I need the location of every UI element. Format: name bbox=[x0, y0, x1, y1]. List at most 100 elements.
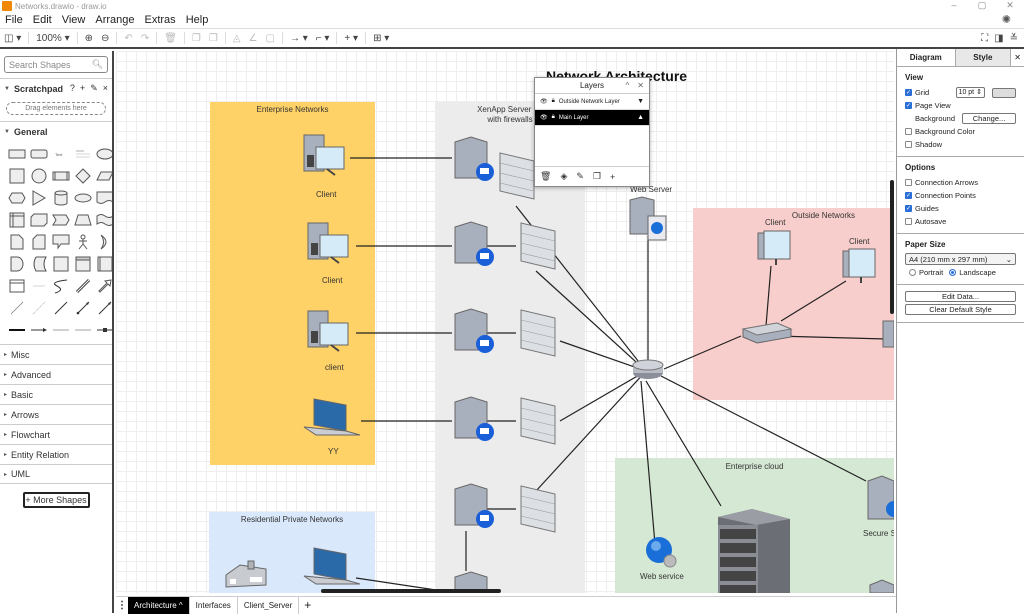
move-up-icon[interactable]: ▲ bbox=[637, 114, 644, 121]
web-server-icon[interactable] bbox=[628, 196, 670, 244]
close-icon[interactable]: ✕ bbox=[637, 81, 644, 90]
format-panel-icon[interactable]: ◨ bbox=[994, 32, 1004, 44]
region-outside-networks[interactable]: Outside Networks bbox=[693, 208, 894, 400]
page-view-checkbox[interactable]: ✓ bbox=[905, 102, 912, 109]
shape-directional[interactable] bbox=[95, 299, 112, 316]
add-page-button[interactable]: + bbox=[304, 598, 312, 612]
minimize-button[interactable]: – bbox=[951, 0, 957, 10]
firewall-icon[interactable] bbox=[519, 308, 561, 358]
shape-list-item[interactable] bbox=[29, 277, 49, 294]
background-color-checkbox[interactable] bbox=[905, 128, 912, 135]
layer-row-outside-network[interactable]: 👁︎ 🔒︎ Outside Network Layer ▼ bbox=[535, 94, 649, 110]
shape-square-2[interactable] bbox=[51, 255, 71, 272]
layers-header[interactable]: Layers ^ ✕ bbox=[535, 78, 649, 94]
help-icon[interactable]: ? bbox=[69, 83, 75, 93]
shape-step[interactable] bbox=[51, 211, 71, 228]
fullscreen-icon[interactable]: ⛶ bbox=[981, 32, 989, 44]
sidebar-section-advanced[interactable]: ▸Advanced bbox=[0, 364, 112, 384]
insert-dropdown[interactable]: + ▾ bbox=[344, 32, 359, 44]
panel-toggle-button[interactable]: ◫ ▾ bbox=[4, 32, 22, 44]
sidebar-section-entity-relation[interactable]: ▸Entity Relation bbox=[0, 444, 112, 464]
shape-cylinder[interactable] bbox=[51, 189, 71, 206]
connection-dropdown[interactable]: → ▾ bbox=[289, 32, 308, 44]
sidebar-section-arrows[interactable]: ▸Arrows bbox=[0, 404, 112, 424]
shape-callout[interactable] bbox=[51, 233, 71, 250]
shape-list[interactable] bbox=[7, 277, 27, 294]
menu-extras[interactable]: Extras bbox=[144, 14, 176, 26]
layer-row-main[interactable]: 👁︎ 🔒︎ Main Layer ▲ bbox=[535, 110, 649, 126]
more-shapes-button[interactable]: + More Shapes bbox=[22, 492, 90, 508]
router-icon[interactable] bbox=[631, 359, 665, 381]
server-icon[interactable] bbox=[882, 319, 894, 349]
close-icon[interactable]: × bbox=[102, 83, 108, 93]
shape-curve[interactable] bbox=[51, 277, 71, 294]
stepper-icon[interactable]: ⇕ bbox=[976, 89, 982, 96]
secure-server-icon[interactable] bbox=[866, 475, 894, 525]
shape-circle[interactable] bbox=[29, 167, 49, 184]
shape-hexagon[interactable] bbox=[7, 189, 27, 206]
client-computer-icon[interactable] bbox=[302, 133, 352, 183]
shape-line[interactable] bbox=[7, 299, 27, 316]
shape-or[interactable] bbox=[95, 233, 112, 250]
shape-cloud[interactable] bbox=[73, 189, 93, 206]
delete-button[interactable]: 🗑 bbox=[164, 32, 177, 44]
shadow-checkbox[interactable] bbox=[905, 141, 912, 148]
shadow-button[interactable]: ▢ bbox=[265, 32, 275, 44]
laptop-icon[interactable] bbox=[302, 546, 364, 588]
pages-menu-icon[interactable]: ⋮ bbox=[117, 599, 127, 611]
zoom-in-button[interactable]: ⊕ bbox=[84, 32, 94, 44]
menu-edit[interactable]: Edit bbox=[32, 14, 52, 26]
line-color-button[interactable]: ∠ bbox=[248, 32, 258, 44]
theme-icon[interactable]: ✺ bbox=[1001, 14, 1011, 26]
connection-arrows-checkbox[interactable] bbox=[905, 179, 912, 186]
zoom-out-button[interactable]: ⊖ bbox=[101, 32, 110, 44]
tab-client-server[interactable]: Client_Server bbox=[238, 596, 300, 614]
edit-icon[interactable]: ✎ bbox=[90, 83, 98, 93]
shape-container[interactable] bbox=[73, 255, 93, 272]
clear-default-style-button[interactable]: Clear Default Style bbox=[905, 304, 1016, 315]
grid-size-input[interactable]: 10 pt⇕ bbox=[955, 87, 985, 98]
shape-link[interactable] bbox=[7, 321, 27, 338]
waypoints-dropdown[interactable]: ⌐ ▾ bbox=[315, 32, 330, 44]
move-down-icon[interactable]: ▼ bbox=[637, 98, 644, 105]
server-rack-icon[interactable] bbox=[716, 507, 796, 593]
table-dropdown[interactable]: ⊞ ▾ bbox=[373, 32, 390, 44]
sidebar-section-basic[interactable]: ▸Basic bbox=[0, 384, 112, 404]
xenapp-server-icon[interactable] bbox=[453, 221, 498, 271]
shape-process[interactable] bbox=[51, 167, 71, 184]
shape-parallelogram[interactable] bbox=[95, 167, 112, 184]
shape-rectangle[interactable] bbox=[7, 145, 27, 162]
zoom-dropdown[interactable]: 100% ▾ bbox=[36, 32, 70, 44]
shape-swimlane[interactable] bbox=[95, 255, 112, 272]
sidebar-section-uml[interactable]: ▸UML bbox=[0, 464, 112, 484]
shape-ellipse[interactable] bbox=[95, 145, 112, 162]
xenapp-server-icon[interactable] bbox=[453, 136, 498, 186]
tab-architecture[interactable]: Architecture ^ bbox=[128, 596, 190, 614]
scratchpad-dropzone[interactable]: Drag elements here bbox=[6, 102, 106, 115]
shape-arrow[interactable] bbox=[95, 277, 112, 294]
portrait-radio[interactable] bbox=[909, 269, 916, 276]
add-layer-icon[interactable]: + bbox=[609, 171, 616, 182]
shape-card[interactable] bbox=[29, 233, 49, 250]
collapse-icon[interactable]: ≚ bbox=[1009, 32, 1018, 44]
shape-trapezoid[interactable] bbox=[73, 211, 93, 228]
shape-document[interactable] bbox=[95, 189, 112, 206]
shape-text[interactable]: Text bbox=[51, 145, 71, 162]
house-icon[interactable] bbox=[224, 559, 268, 589]
move-selection-icon[interactable]: ◈ bbox=[560, 171, 568, 181]
firewall-icon[interactable] bbox=[498, 151, 540, 201]
guides-checkbox[interactable]: ✓ bbox=[905, 205, 912, 212]
menu-file[interactable]: File bbox=[5, 14, 23, 26]
shape-delay[interactable] bbox=[7, 255, 27, 272]
lock-icon[interactable]: 🔒︎ bbox=[551, 114, 555, 120]
paper-size-select[interactable]: A4 (210 mm x 297 mm) ⌄ bbox=[905, 253, 1016, 265]
shape-textbox[interactable] bbox=[73, 145, 93, 162]
shape-diamond[interactable] bbox=[73, 167, 93, 184]
web-service-icon[interactable] bbox=[644, 535, 680, 571]
server-icon[interactable] bbox=[868, 579, 894, 593]
shape-cube[interactable] bbox=[29, 211, 49, 228]
xenapp-server-icon[interactable] bbox=[453, 483, 498, 533]
delete-layer-icon[interactable]: 🗑︎ bbox=[540, 171, 552, 181]
shape-link-arrow[interactable] bbox=[29, 321, 49, 338]
